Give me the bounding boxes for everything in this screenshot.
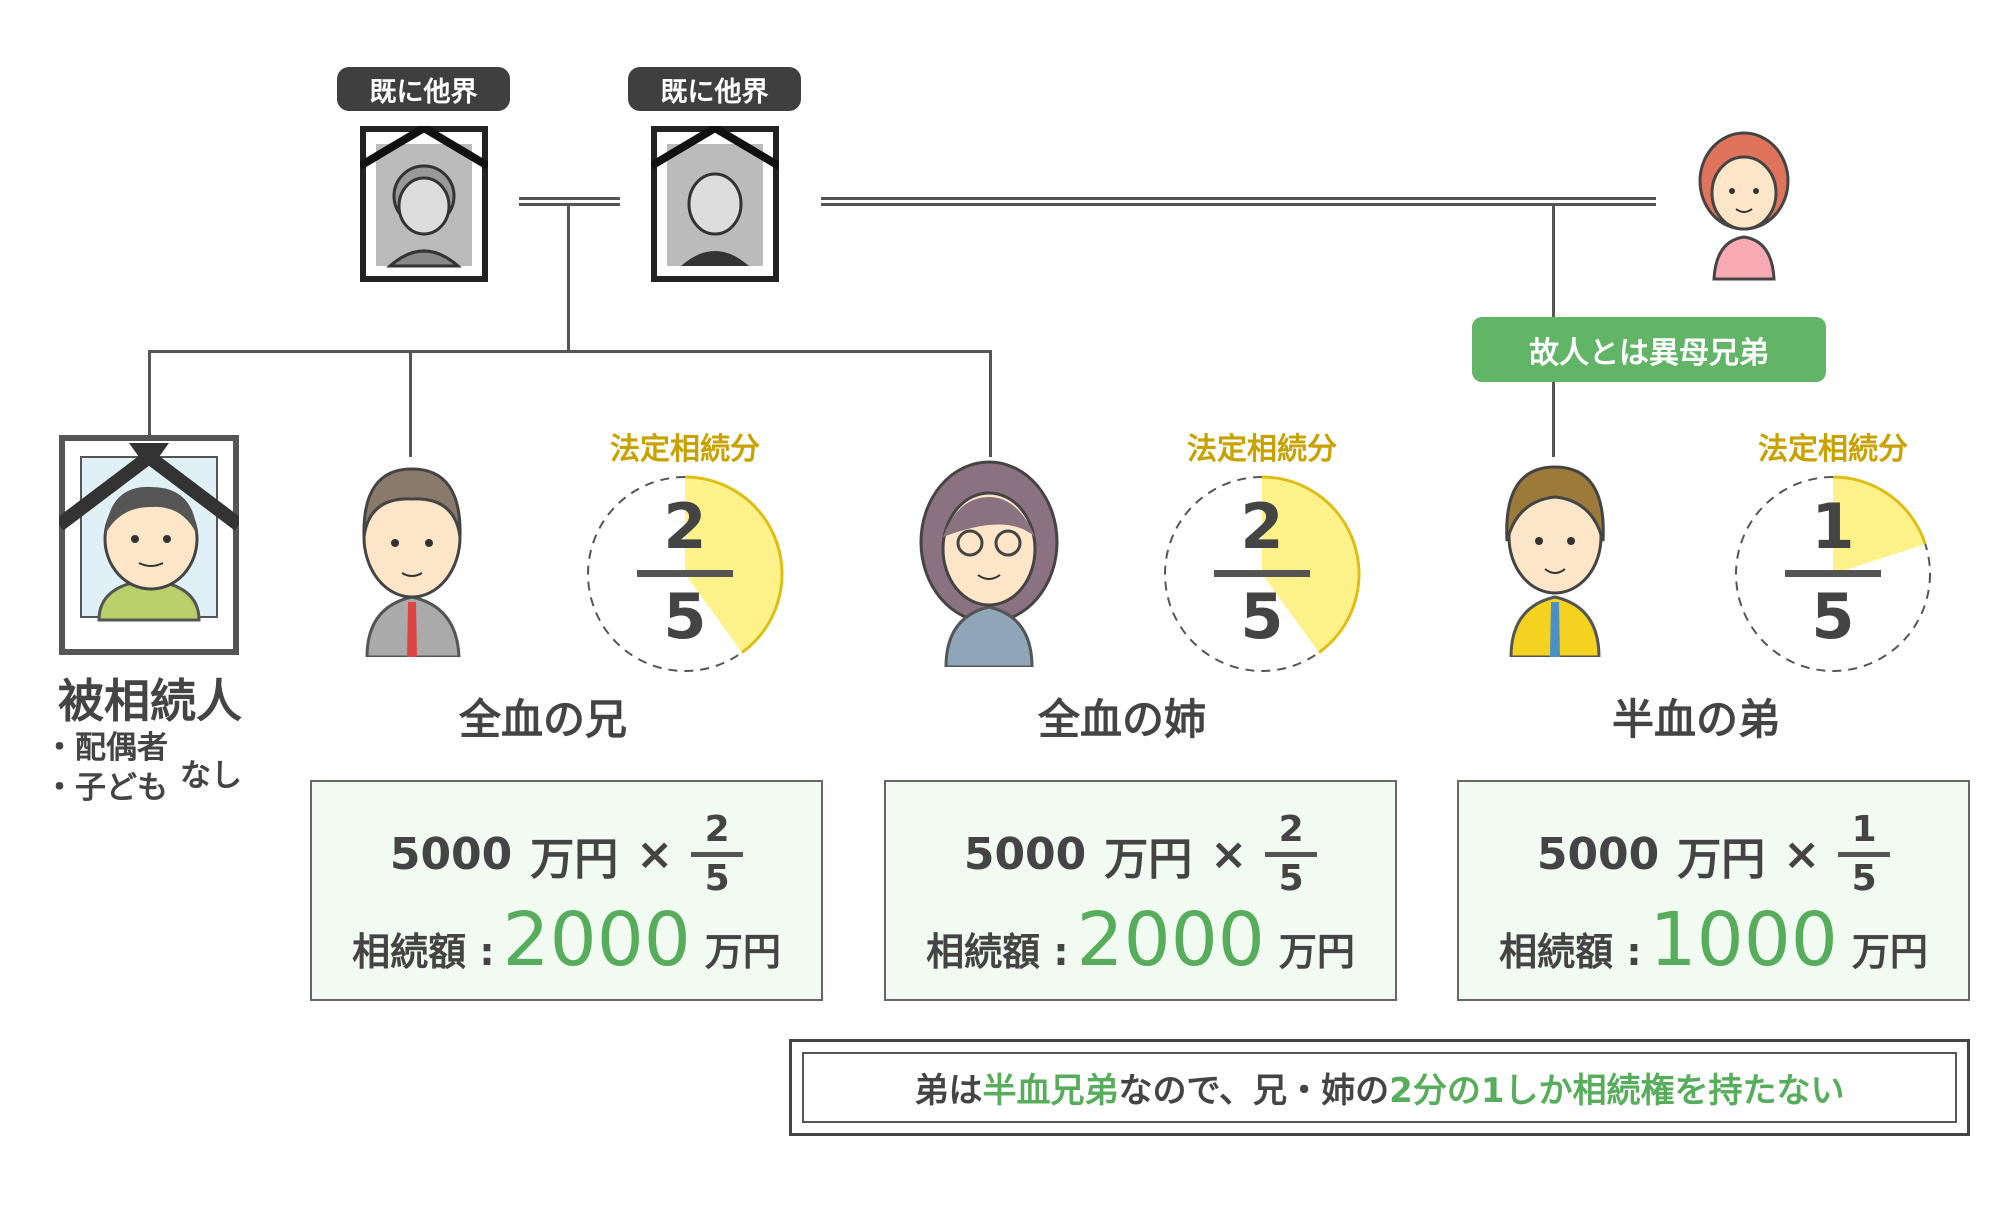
- pie-share-wedge: [1833, 477, 1926, 574]
- legal-share-label: 法定相続分: [1758, 432, 1908, 467]
- note-text: なので、兄・姉の: [1118, 1071, 1390, 1111]
- pie-share-wedge: [1262, 477, 1359, 653]
- fraction-bar: [1785, 570, 1881, 577]
- unit: 万円: [704, 930, 781, 974]
- fraction-bar: [637, 570, 733, 577]
- decedent-conditions: ・配偶者 ・子ども: [44, 728, 168, 808]
- inheritance-amount: 2000: [502, 897, 691, 983]
- pie-share-arc: [1261, 475, 1361, 654]
- note-highlight: 半血兄弟: [982, 1071, 1119, 1111]
- unit: 万円: [1104, 833, 1193, 885]
- pie-denominator: 5: [663, 580, 707, 653]
- times-sign: ×: [636, 829, 674, 880]
- half-sibling-tag: 故人とは異母兄弟: [1472, 317, 1826, 382]
- decedent-title: 被相続人: [58, 674, 242, 728]
- younger-brother-icon: [1505, 465, 1605, 657]
- unit: 万円: [1677, 833, 1766, 885]
- pie-numerator: 2: [663, 490, 707, 563]
- deceased-tag: 既に他界: [628, 67, 801, 111]
- inheritance-amount: 1000: [1649, 897, 1838, 983]
- estate-amount: 5000: [389, 829, 513, 880]
- unit: 万円: [1278, 930, 1355, 974]
- result-label: 相続額 :: [1499, 930, 1642, 974]
- heir-name-younger-brother: 半血の弟: [1611, 695, 1780, 744]
- result-label: 相続額 :: [352, 930, 495, 974]
- decedent-none: なし: [180, 758, 242, 794]
- times-sign: ×: [1783, 829, 1821, 880]
- deceased-tag: 既に他界: [337, 67, 510, 111]
- pie-share-arc: [1832, 475, 1927, 545]
- legal-share-label: 法定相続分: [610, 432, 760, 467]
- memorial-portrait-grandfather-icon: [651, 126, 779, 282]
- marriage-line: [821, 197, 1656, 206]
- unit: 万円: [1851, 930, 1928, 974]
- inheritance-amount: 2000: [1076, 897, 1265, 983]
- pie-share-arc: [684, 475, 784, 654]
- condition-children: ・子ども: [44, 770, 168, 806]
- memorial-portrait-grandmother-icon: [360, 126, 488, 282]
- older-brother-icon: [362, 467, 462, 657]
- pie-denominator: 5: [1811, 580, 1855, 653]
- unit: 万円: [530, 833, 619, 885]
- estate-amount: 5000: [963, 829, 1087, 880]
- pie-numerator: 1: [1811, 490, 1855, 563]
- pie-numerator: 2: [1240, 490, 1284, 563]
- note-highlight: 2分の1しか相続権を持たない: [1389, 1071, 1845, 1111]
- pie-denominator: 5: [1240, 580, 1284, 653]
- pie-share-wedge: [685, 477, 782, 653]
- legal-share-label: 法定相続分: [1187, 432, 1337, 467]
- fraction-bar: [1214, 570, 1310, 577]
- times-sign: ×: [1210, 829, 1248, 880]
- condition-spouse: ・配偶者: [44, 730, 168, 766]
- estate-amount: 5000: [1536, 829, 1660, 880]
- heir-name-older-brother: 全血の兄: [458, 695, 627, 744]
- marriage-line: [519, 197, 620, 206]
- stepmother-icon: [1698, 131, 1790, 281]
- result-label: 相続額 :: [926, 930, 1069, 974]
- heir-name-older-sister: 全血の姉: [1037, 695, 1206, 744]
- note-text: 弟は: [914, 1071, 983, 1111]
- older-sister-icon: [919, 460, 1059, 667]
- memorial-portrait-decedent-icon: [59, 435, 239, 655]
